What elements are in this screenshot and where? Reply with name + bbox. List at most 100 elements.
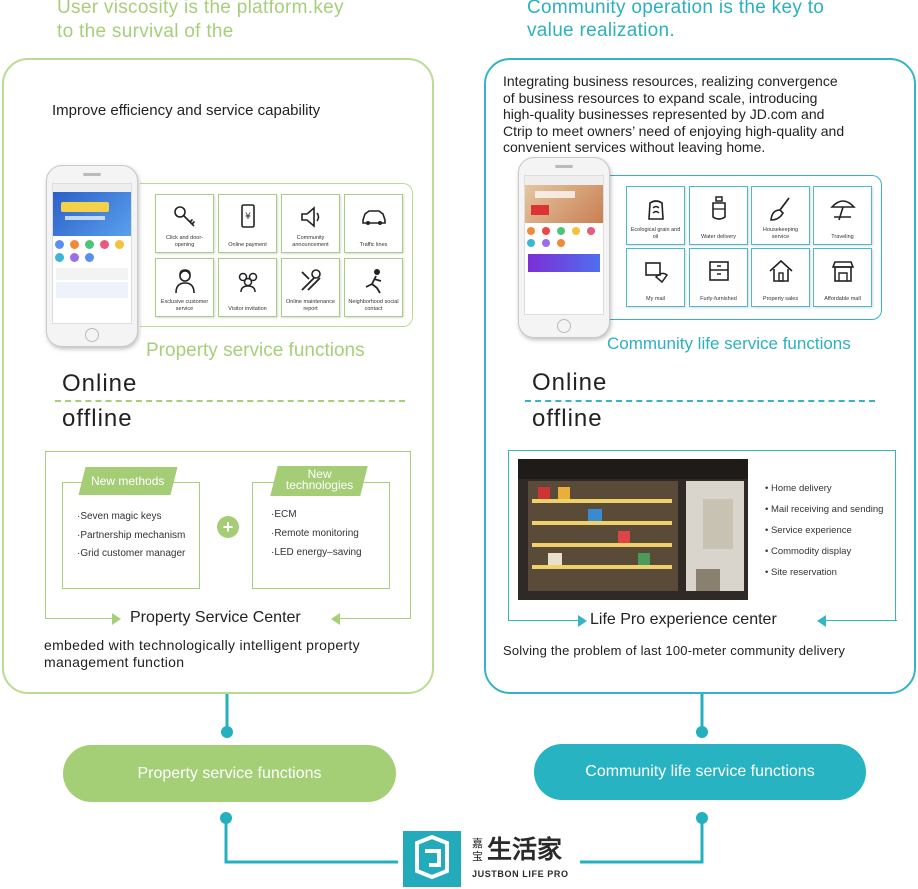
umbrella-icon: [829, 200, 856, 221]
life-app-phone: [518, 157, 610, 338]
right-divider: [525, 400, 875, 402]
left-panel-title: Improve efficiency and service capabilit…: [52, 102, 321, 119]
tile-label: Water delivery: [701, 233, 736, 240]
customer-service-icon: [174, 269, 195, 294]
tile-my-mail: My mail: [626, 248, 685, 307]
logo-cn-big: 生活家: [487, 836, 563, 864]
method-item: ·Partnership mechanism: [77, 530, 186, 541]
experience-center-frame: [508, 450, 896, 620]
experience-item: • Service experience: [765, 525, 852, 536]
tile-label: Affordable mall: [824, 295, 861, 302]
experience-item: • Site reservation: [765, 567, 837, 578]
right-headline-line-1: Community operation is the key to: [527, 0, 825, 18]
broom-icon: [769, 197, 790, 221]
new-technologies-card: ·ECM ·Remote monitoring ·LED energy–savi…: [252, 482, 390, 589]
right-text-line: convenient services without leaving home…: [503, 139, 766, 155]
left-arrow-line-b: [337, 618, 411, 619]
tile-label: Traffic lines: [359, 241, 388, 248]
tools-icon: [300, 269, 321, 291]
logo-en: JUSTBON LIFE PRO: [472, 869, 569, 879]
right-arrow-line-b: [822, 620, 897, 621]
right-headline-line-2: value realization.: [527, 20, 675, 41]
technology-item: ·ECM: [271, 509, 297, 520]
right-text-line: of business resources to expand scale, i…: [503, 89, 818, 106]
tile-label: Ecological grain and oil: [630, 227, 681, 240]
tile-community-announcement: Community announcement: [281, 194, 340, 253]
house-icon: [768, 259, 793, 282]
logo-cn-small-2: 宝: [472, 851, 483, 863]
new-methods-card: ·Seven magic keys ·Partnership mechanism…: [62, 482, 200, 589]
logo-cn-small-1: 嘉: [472, 838, 483, 850]
tile-label: My mail: [646, 295, 665, 302]
left-headline-line-2: to the survival of the: [57, 21, 234, 42]
experience-center-photo: [518, 459, 748, 600]
tile-label: Online maintenance report: [286, 299, 335, 312]
left-functions-caption: Property service functions: [146, 340, 365, 361]
tile-label: Traveling: [831, 233, 854, 240]
arrow-right-icon: [112, 613, 121, 625]
tile-customer-service: Exclusive customer service: [155, 258, 214, 317]
right-functions-caption: Community life service functions: [607, 334, 851, 353]
property-service-functions-pill: Property service functions: [63, 745, 396, 802]
grain-icon: [647, 200, 664, 220]
tile-label: Property sales: [762, 295, 799, 302]
left-arrow-line-a: [45, 618, 119, 619]
left-online-label: Online: [62, 370, 138, 397]
tile-label: Furly-furnished: [700, 295, 737, 302]
tile-housekeeping: Housekeeping service: [751, 186, 810, 245]
logo-mark-icon: [415, 834, 449, 880]
method-item: ·Grid customer manager: [77, 548, 186, 559]
arrow-left-icon: [817, 615, 826, 627]
right-tiles-frame: [610, 175, 882, 320]
tile-door-opening: Click and door-opening: [155, 194, 214, 253]
justbon-logo-mark: [403, 831, 461, 887]
payment-icon: ¥: [240, 204, 255, 228]
plus-icon: +: [217, 516, 239, 538]
arrow-left-icon: [331, 613, 340, 625]
right-arrow-line-a: [508, 620, 584, 621]
left-divider: [55, 400, 405, 402]
tile-grain-oil: Ecological grain and oil: [626, 186, 685, 245]
social-icon: [365, 269, 381, 294]
tile-traffic-lines: Traffic lines: [344, 194, 403, 253]
water-bottle-icon: [711, 196, 726, 220]
experience-item: • Home delivery: [765, 483, 832, 494]
tile-traveling: Traveling: [813, 186, 872, 245]
tile-water-delivery: Water delivery: [689, 186, 748, 245]
left-headline-line-1: User viscosity is the platform.key: [57, 0, 344, 18]
tile-property-sales: Property sales: [751, 248, 810, 307]
experience-item: • Mail receiving and sending: [765, 504, 884, 515]
shop-icon: [831, 261, 854, 282]
right-text-line: Ctrip to meet owners’ need of enjoying h…: [503, 122, 845, 139]
tile-label: Exclusive customer service: [160, 299, 209, 312]
community-life-service-functions-pill: Community life service functions: [534, 744, 866, 800]
technology-item: ·Remote monitoring: [271, 528, 359, 539]
tile-label: Housekeeping service: [762, 227, 799, 240]
right-center-desc: Solving the problem of last 100-meter co…: [503, 643, 846, 658]
left-tiles-frame: [140, 183, 413, 327]
center-desc-line-1: embeded with technologically intelligent…: [44, 637, 360, 653]
service-center-frame: [45, 451, 411, 619]
right-text-line: high-quality businesses represented by J…: [503, 106, 825, 122]
right-panel-text: Integrating business resources, realizin…: [503, 73, 844, 156]
tile-neighborhood-social: Neighborhood social contact: [344, 258, 403, 317]
tile-visitor-invitation: Visitor invitation: [218, 258, 277, 317]
right-text-line: Integrating business resources, realizin…: [503, 73, 838, 89]
tile-online-payment: ¥ Online payment: [218, 194, 277, 253]
left-offline-label: offline: [62, 405, 133, 432]
tile-label: Neighborhood social contact: [348, 299, 399, 312]
tile-furnished: Furly-furnished: [689, 248, 748, 307]
tile-label: Visitor invitation: [228, 305, 267, 312]
megaphone-icon: [300, 206, 319, 228]
tile-affordable-mall: Affordable mall: [813, 248, 872, 307]
cabinet-icon: [708, 261, 729, 281]
tile-label: Online payment: [228, 241, 267, 248]
property-service-center-title: Property Service Center: [130, 609, 301, 626]
experience-item: • Commodity display: [765, 546, 852, 557]
svg-text:¥: ¥: [245, 212, 251, 222]
key-icon: [173, 206, 195, 227]
tile-maintenance-report: Online maintenance report: [281, 258, 340, 317]
visitors-icon: [238, 272, 257, 293]
center-desc-line-2: management function: [44, 654, 185, 670]
